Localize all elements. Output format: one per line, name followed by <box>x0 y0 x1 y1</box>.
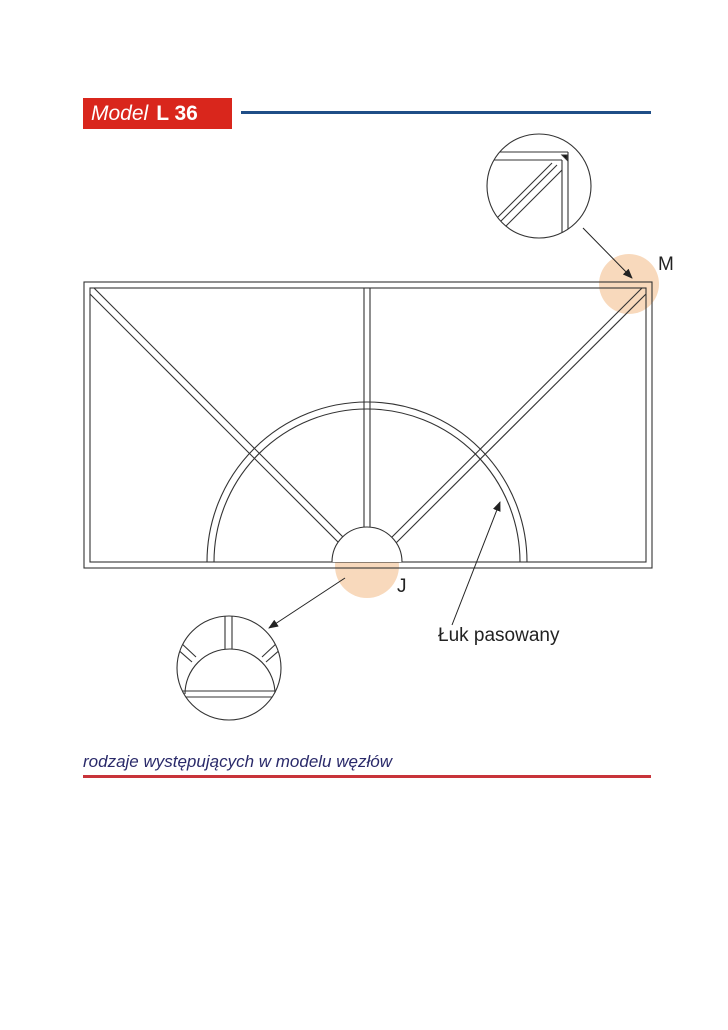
left-diagonal-bar <box>90 288 350 549</box>
model-title-badge: Model L 36 <box>83 98 232 129</box>
frame-inner <box>89 287 647 563</box>
frame-outer <box>83 281 653 569</box>
right-diagonal-bar <box>385 288 646 549</box>
title-rule <box>241 111 651 114</box>
detail-circle-m <box>486 133 592 239</box>
node-m-highlight <box>599 254 659 314</box>
arc-label: Łuk pasowany <box>438 625 560 646</box>
caption: rodzaje występujących w modelu węzłów <box>83 752 392 771</box>
model-code: L 36 <box>156 102 198 125</box>
model-word: Model <box>91 102 149 125</box>
node-j-label: J <box>397 576 407 597</box>
small-semicircle <box>331 526 403 562</box>
node-m-label: M <box>658 254 674 275</box>
fitted-arc <box>206 401 528 562</box>
arrow-to-arc <box>451 501 501 626</box>
arrow-to-detail-j <box>268 577 346 629</box>
arrow-to-m <box>582 227 633 279</box>
caption-rule <box>83 775 651 778</box>
detail-circle-j <box>176 615 282 721</box>
